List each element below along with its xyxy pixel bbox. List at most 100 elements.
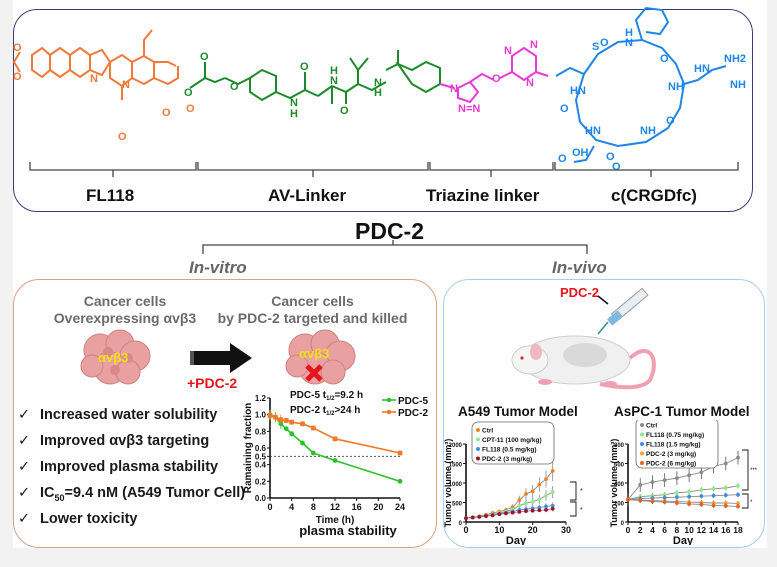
svg-text:N: N [290, 97, 298, 109]
data-point [550, 490, 555, 494]
legend-marker [386, 409, 392, 415]
y-tick-label: 0.2 [255, 477, 267, 486]
svg-text:S: S [592, 41, 599, 53]
svg-text:O: O [13, 71, 22, 83]
data-point [723, 485, 728, 490]
segment-label-crgdfc: c(CRGDfc) [611, 186, 697, 205]
legend-box [635, 420, 719, 469]
y-tick-label: 0.8 [255, 427, 267, 436]
svg-text:αvβ3: αvβ3 [299, 346, 329, 361]
data-point [723, 461, 728, 466]
mouse-injection-illustration [511, 287, 656, 390]
x-tick-label: 12 [697, 525, 707, 535]
svg-text:N: N [526, 77, 534, 89]
data-point [332, 458, 338, 463]
cell-right-caption: Cancer cells by PDC-2 targeted and kille… [217, 293, 408, 326]
data-point [736, 484, 740, 488]
data-point [310, 450, 316, 456]
data-point [273, 414, 278, 420]
svg-text:NH: NH [730, 79, 746, 91]
svg-text:O: O [340, 105, 349, 117]
significance-label: * [580, 507, 583, 514]
svg-text:O: O [560, 103, 569, 115]
data-point [674, 501, 679, 505]
legend-marker [476, 447, 480, 451]
data-point [662, 492, 667, 497]
branch-in-vitro: In-vitro [189, 258, 247, 277]
data-point [510, 510, 515, 515]
data-point [517, 503, 522, 508]
svg-text:N: N [450, 83, 458, 95]
data-point [289, 431, 295, 437]
in-vitro-panel [13, 279, 437, 548]
legend-marker [386, 397, 392, 403]
segment-label-triazine-linker: Triazine linker [426, 186, 540, 205]
svg-text:H: H [290, 108, 298, 120]
syringe-icon [597, 287, 649, 335]
data-point [397, 478, 403, 484]
x-tick-label: 12 [330, 502, 340, 512]
x-tick-label: 0 [626, 525, 631, 535]
check-icon: ✓ [18, 407, 31, 423]
data-point [490, 513, 495, 518]
data-point [674, 476, 679, 481]
x-tick-label: 10 [494, 525, 504, 535]
data-point [699, 487, 704, 492]
legend-marker [476, 456, 480, 461]
legend-marker [640, 432, 644, 437]
structure-panel [13, 9, 753, 212]
svg-text:αvβ3: αvβ3 [98, 350, 128, 365]
feature-item: ✓IC50=9.4 nM (A549 Tumor Cell) [18, 485, 246, 503]
svg-text:N: N [374, 77, 382, 89]
half-life-annotation: PDC-2 t1/2>24 h [290, 405, 360, 417]
data-point [687, 473, 692, 478]
svg-text:OH: OH [572, 147, 589, 159]
branch-bracket [202, 240, 588, 254]
data-point [638, 498, 643, 503]
injection-label: PDC-2 [560, 285, 600, 300]
x-tick-label: 4 [289, 502, 294, 512]
x-tick-label: 0 [463, 525, 468, 535]
svg-text:N: N [330, 75, 338, 87]
x-tick-label: 8 [675, 525, 680, 535]
data-point [464, 516, 468, 520]
aspc1-chart-title: AsPC-1 Tumor Model [614, 404, 750, 419]
svg-text:O: O [186, 103, 195, 115]
significance-bracket [742, 493, 749, 509]
data-point [283, 418, 289, 423]
data-point [687, 494, 692, 499]
triazine-linker-structure [439, 46, 549, 104]
legend-label: Ctrl [482, 428, 493, 435]
legend-marker [640, 442, 644, 446]
significance-label: * [750, 500, 753, 506]
legend-label: FL118 (0.75 mg/kg) [646, 432, 704, 439]
data-point [289, 419, 294, 425]
half-life-annotation: PDC-5 t1/2=9.2 h [290, 390, 363, 402]
x-tick-label: 10 [684, 525, 694, 535]
data-point [699, 470, 704, 475]
data-point [662, 478, 667, 482]
data-point [650, 499, 655, 504]
svg-text:O: O [300, 61, 309, 73]
data-point [550, 506, 555, 511]
y-axis-label: Ramaining fraction [243, 403, 254, 494]
y-tick-label: 1.0 [255, 411, 267, 420]
legend-marker [640, 461, 644, 465]
svg-text:O: O [666, 115, 675, 127]
data-point [537, 482, 542, 487]
y-tick-label: 0 [459, 521, 463, 527]
data-point [544, 504, 548, 509]
y-tick-label: 0.4 [255, 461, 267, 470]
data-point [699, 494, 704, 499]
y-tick-label: 0.6 [255, 444, 267, 453]
svg-text:N=N: N=N [458, 103, 480, 115]
svg-text:NH: NH [640, 125, 656, 137]
svg-text:H: H [625, 27, 633, 39]
data-point [544, 508, 548, 512]
legend-box [471, 421, 555, 465]
svg-text:O: O [492, 73, 501, 85]
feature-item: ✓Increased water solubility [18, 407, 218, 423]
y-tick-label: 1.2 [255, 394, 267, 403]
series-line-fl118-0-75-mg-kg- [627, 485, 739, 501]
